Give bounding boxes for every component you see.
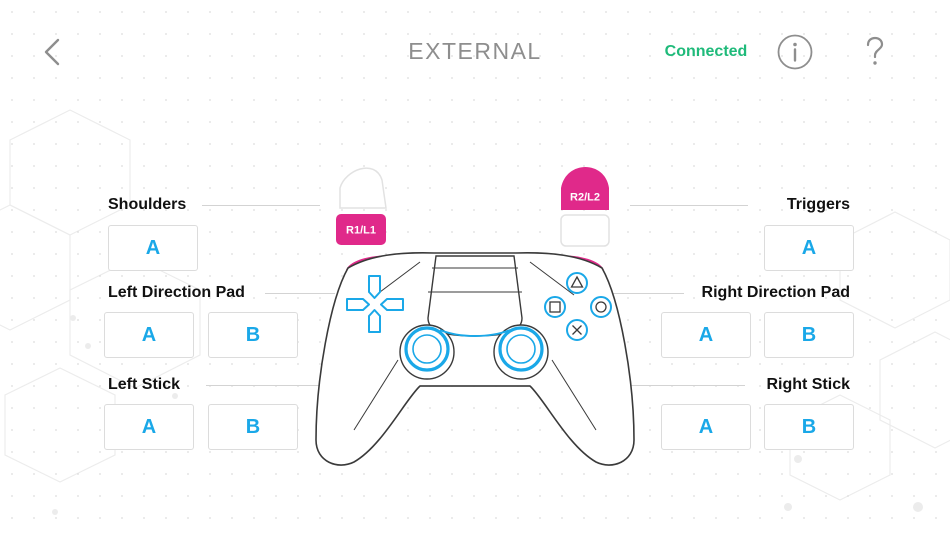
triggers-guide-line	[630, 205, 748, 206]
shoulders-a-button[interactable]: A	[108, 225, 198, 271]
left-dpad-b-button[interactable]: B	[208, 312, 298, 358]
shoulders-guide-line	[202, 205, 320, 206]
left-direction-pad-label: Left Direction Pad	[108, 284, 245, 301]
left-stick-label: Left Stick	[108, 376, 181, 393]
right-dpad-b-button[interactable]: B	[764, 312, 854, 358]
right-shoulder-outline	[560, 214, 610, 247]
back-button[interactable]	[36, 34, 70, 70]
left-dpad-guide-line	[265, 293, 335, 294]
right-dpad-guide-line	[612, 293, 684, 294]
right-stick-b-button[interactable]: B	[764, 404, 854, 450]
chevron-left-icon	[44, 38, 60, 66]
right-stick[interactable]	[493, 324, 549, 380]
right-stick-label: Right Stick	[766, 376, 850, 393]
left-stick-b-button[interactable]: B	[208, 404, 298, 450]
info-icon	[777, 34, 813, 70]
info-button[interactable]	[776, 33, 814, 71]
shoulders-label: Shoulders	[108, 196, 187, 213]
trigger-tag[interactable]: R2/L2	[561, 167, 609, 210]
right-stick-guide-line	[575, 385, 745, 386]
right-direction-pad-label: Right Direction Pad	[701, 284, 850, 301]
trigger-tag-label: R2/L2	[570, 192, 600, 204]
left-stick[interactable]	[399, 324, 455, 380]
touchpad-accent	[439, 329, 511, 337]
shoulder-tag-label: R1/L1	[346, 225, 376, 237]
right-dpad-a-button[interactable]: A	[661, 312, 751, 358]
face-buttons[interactable]	[544, 272, 612, 341]
left-stick-a-button[interactable]: A	[104, 404, 194, 450]
page-title: EXTERNAL	[408, 38, 542, 64]
connection-status: Connected	[664, 43, 748, 60]
left-stick-guide-line	[206, 385, 406, 386]
right-stick-a-button[interactable]: A	[661, 404, 751, 450]
triggers-label: Triggers	[786, 196, 850, 213]
dpad[interactable]	[346, 275, 404, 333]
shoulder-tag[interactable]: R1/L1	[336, 214, 386, 245]
controller-illustration: R1/L1 R2/L2	[315, 167, 635, 466]
left-trigger-outline	[339, 167, 387, 209]
help-button[interactable]	[860, 34, 890, 70]
triggers-a-button[interactable]: A	[764, 225, 854, 271]
left-dpad-a-button[interactable]: A	[104, 312, 194, 358]
question-icon	[866, 36, 884, 65]
